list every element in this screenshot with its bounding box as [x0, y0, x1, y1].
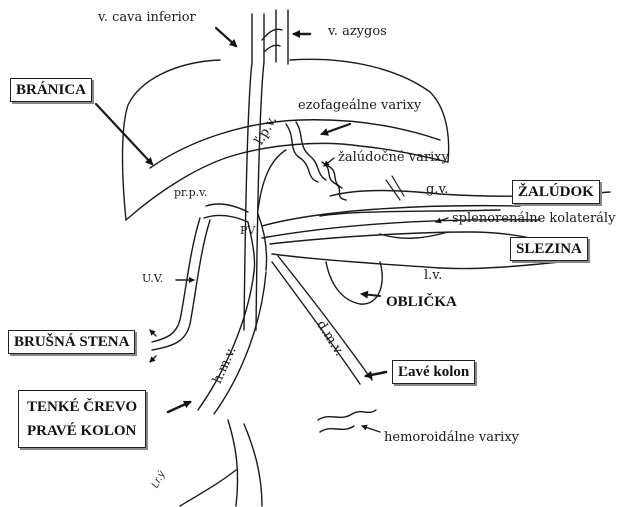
right-portal-vein	[206, 204, 248, 212]
azygos-vessel	[276, 10, 288, 64]
kidney-outline	[326, 262, 382, 304]
label-gv: g.v.	[426, 182, 448, 198]
label-uv: U.V.	[142, 272, 163, 285]
label-zaludocne-varixy: žalúdočné varixy	[338, 150, 449, 166]
hemorrhoidal-varices	[318, 410, 376, 420]
gv-arrow-2	[386, 180, 400, 200]
label-brusna-stena: BRUŠNÁ STENA	[8, 330, 135, 354]
esophageal-varices	[286, 124, 318, 182]
oblicka-arrow	[362, 294, 380, 296]
branica-arrow	[96, 104, 152, 164]
superior-mesenteric-vein-2	[214, 272, 266, 414]
hemoroid-arrow	[362, 426, 380, 432]
label-tenke-crevo: TENKÉ ČREVO	[27, 395, 137, 419]
ezofag-arrow	[322, 124, 350, 134]
brusna-arrow-up	[150, 330, 156, 336]
label-slezina: SLEZINA	[510, 237, 588, 261]
tenke-arrow	[168, 402, 190, 412]
azygos-branch-2	[264, 45, 280, 52]
lower-trunk	[228, 420, 238, 506]
label-v-cava-inferior: v. cava inferior	[98, 10, 196, 26]
gv-arrow	[392, 176, 404, 196]
ivc-arrow	[216, 28, 236, 46]
label-pv: PV	[240, 224, 255, 237]
left-portal-vein	[258, 150, 286, 210]
esophageal-varices-2	[296, 122, 326, 180]
portal-vein-trunk	[258, 214, 267, 270]
label-oblicka: OBLIČKA	[386, 294, 457, 311]
brusna-arrow-down	[150, 356, 156, 362]
label-zaludok: ŽALÚDOK	[512, 180, 600, 204]
label-prave-kolon: PRAVÉ KOLON	[27, 419, 137, 443]
ivc-vessel	[244, 14, 252, 330]
superior-mesenteric-vein	[198, 272, 254, 410]
azygos-branch	[262, 29, 282, 40]
lave-kolon-arrow	[366, 372, 386, 376]
ivc-vessel-inner	[256, 14, 264, 330]
label-hemoroidalne-varixy: hemoroidálne varixy	[384, 430, 519, 446]
label-ezofagealne-varixy: ezofageálne varixy	[298, 98, 421, 114]
label-prpv: pr.p.v.	[174, 186, 208, 199]
zaludocne-arrow	[324, 158, 334, 166]
label-v-azygos: v. azygos	[328, 24, 387, 40]
umbilical-vein-2	[152, 220, 210, 350]
label-tenke-prave-box: TENKÉ ČREVO PRAVÉ KOLON	[18, 390, 146, 448]
label-splenorenalne: splenorenálne kolaterály	[452, 211, 615, 227]
hemorrhoidal-varices-2	[320, 426, 354, 432]
lower-trunk-2	[244, 424, 262, 506]
label-lv: l.v.	[424, 268, 442, 284]
right-portal-vein-2	[204, 215, 248, 222]
label-branica: BRÁNICA	[10, 78, 92, 102]
lower-branch	[180, 470, 236, 506]
label-lave-kolon: Ľavé kolon	[392, 360, 475, 384]
